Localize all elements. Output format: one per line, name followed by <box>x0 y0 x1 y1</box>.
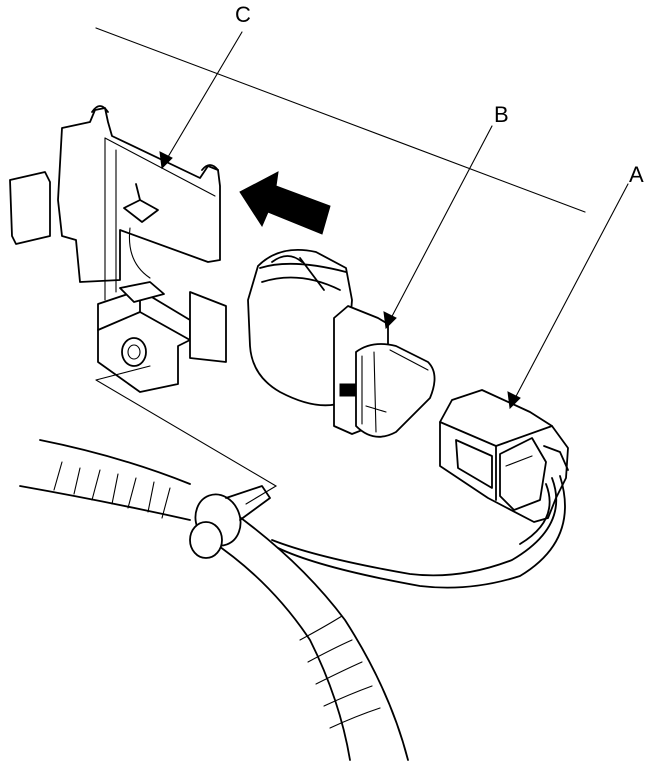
callout-b-leader <box>388 125 493 323</box>
left-arrow-icon <box>239 171 331 235</box>
callout-a-leader <box>512 183 629 403</box>
bracket-c <box>9 105 227 393</box>
wire-harness <box>19 439 409 761</box>
callout-b-arrowhead <box>383 311 397 330</box>
bracket-leader-line <box>95 365 278 505</box>
callout-c-leader <box>164 31 243 163</box>
callout-a-arrowhead <box>507 391 521 410</box>
wire-lead <box>271 475 566 589</box>
connector-a <box>439 389 569 523</box>
callout-b-label: B <box>494 102 509 127</box>
callout-c-arrowhead <box>159 151 173 170</box>
connector-b <box>247 249 436 438</box>
callout-a-label: A <box>629 162 644 187</box>
callout-c-label: C <box>235 2 251 27</box>
reference-line <box>95 27 586 213</box>
